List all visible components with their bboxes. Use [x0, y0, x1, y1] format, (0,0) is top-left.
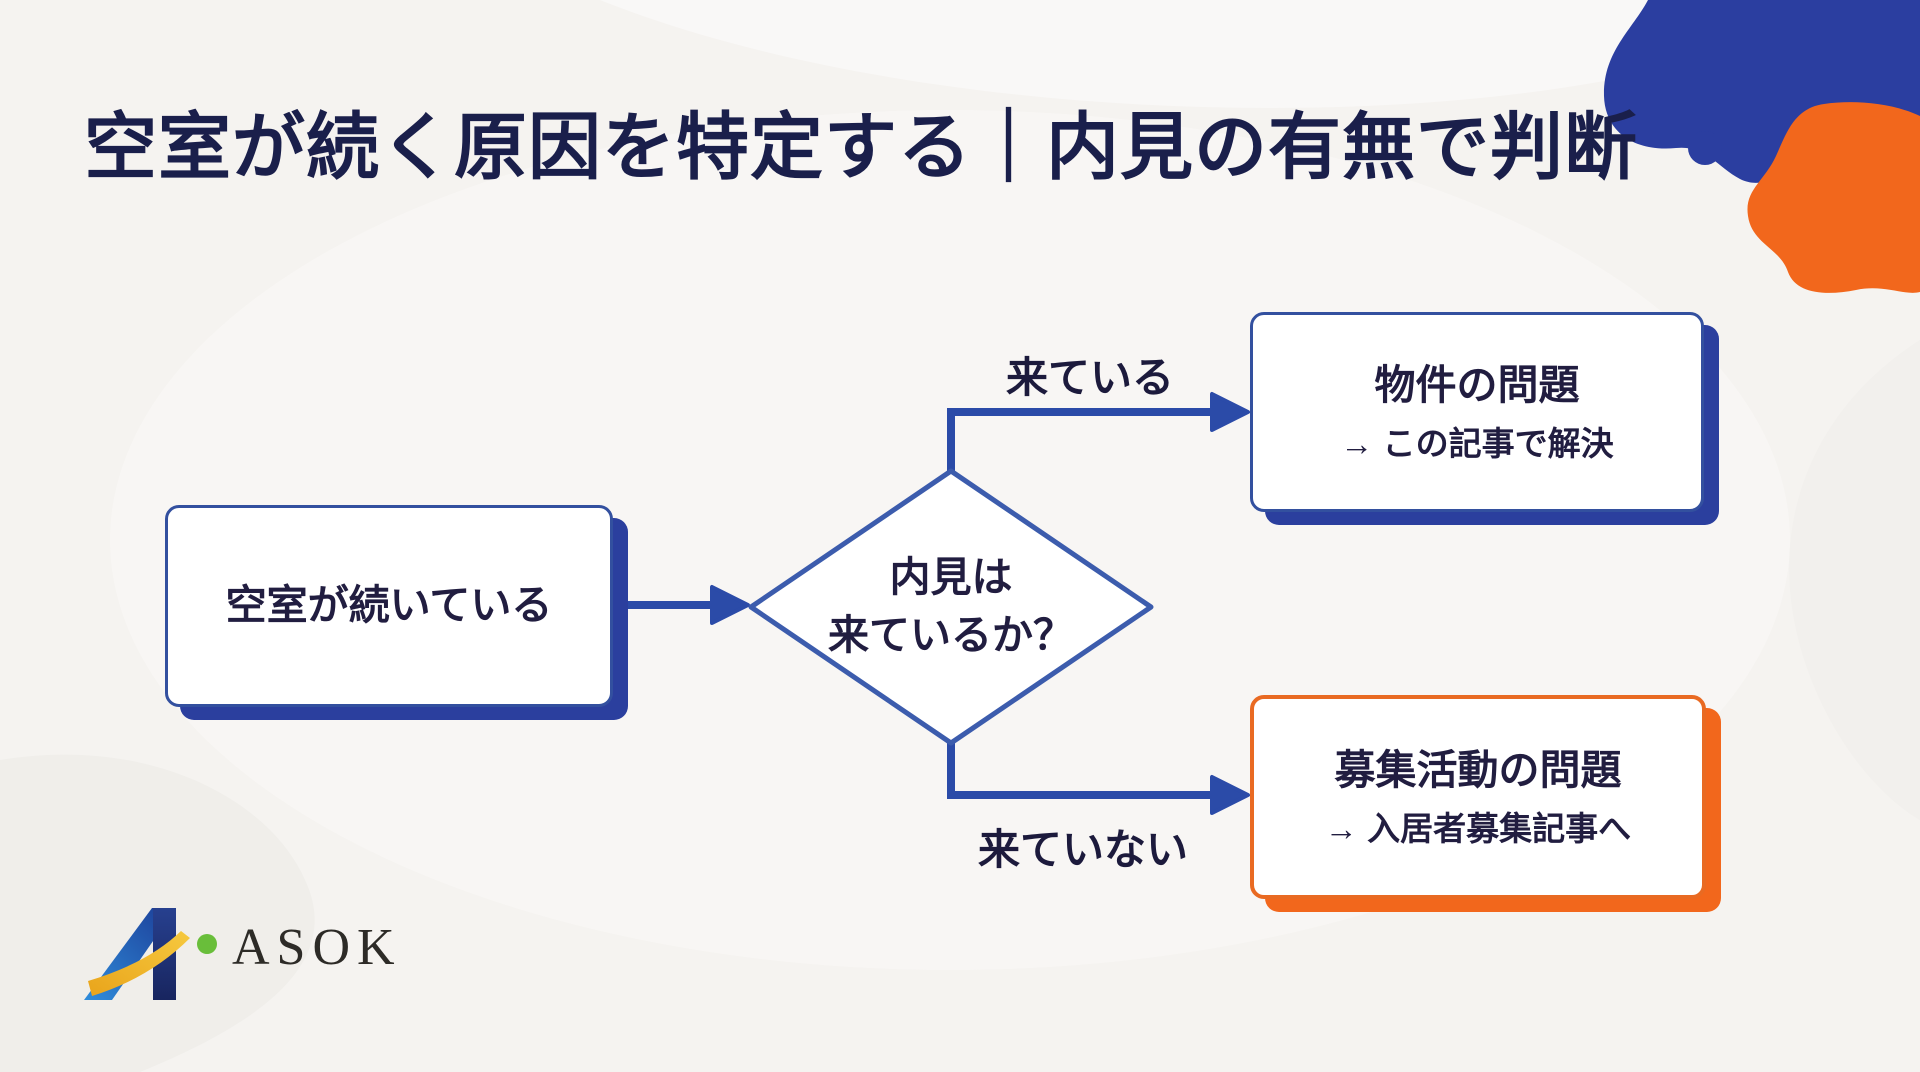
decision-text: 内見は 来ているか？ — [801, 548, 1101, 664]
subtle-white-wave-top — [600, 0, 1700, 109]
result-bottom-subtitle: → 入居者募集記事へ — [1324, 809, 1632, 847]
subtle-gray-wave-right — [1789, 340, 1920, 820]
arrowhead-into-top-box — [1210, 392, 1250, 432]
asok-logo-text: ASOK — [232, 919, 402, 976]
decision-diamond — [748, 468, 1154, 746]
orange-blob — [1747, 102, 1920, 293]
start-box-label: 空室が続いている — [225, 582, 553, 629]
branch-label-no: 来ていない — [977, 826, 1188, 873]
decision-line2: 来ているか？ — [828, 612, 1074, 659]
arrowhead-into-bottom-box — [1210, 775, 1250, 815]
page-title: 空室が続く原因を特定する｜内見の有無で判断 — [84, 107, 1638, 188]
start-box: 空室が続いている — [165, 505, 613, 707]
title-accent-dot — [1688, 131, 1722, 165]
result-top-subtitle: → この記事で解決 — [1340, 424, 1614, 462]
asok-logo-mark — [84, 908, 217, 1000]
decision-line1: 内見は — [889, 554, 1013, 600]
logo-green-dot — [197, 934, 217, 954]
connector-decision-to-top — [947, 408, 1216, 471]
branch-label-yes: 来ている — [1005, 354, 1174, 401]
arrowhead-into-decision — [710, 585, 750, 625]
result-bottom-title: 募集活動の問題 — [1334, 746, 1622, 793]
connector-decision-to-bottom — [947, 743, 1216, 799]
result-box-property-problem: 物件の問題 → この記事で解決 — [1250, 312, 1704, 512]
logo-gold-swoosh — [88, 931, 190, 996]
result-top-title: 物件の問題 — [1374, 361, 1580, 408]
result-box-recruiting-problem: 募集活動の問題 → 入居者募集記事へ — [1250, 695, 1706, 899]
